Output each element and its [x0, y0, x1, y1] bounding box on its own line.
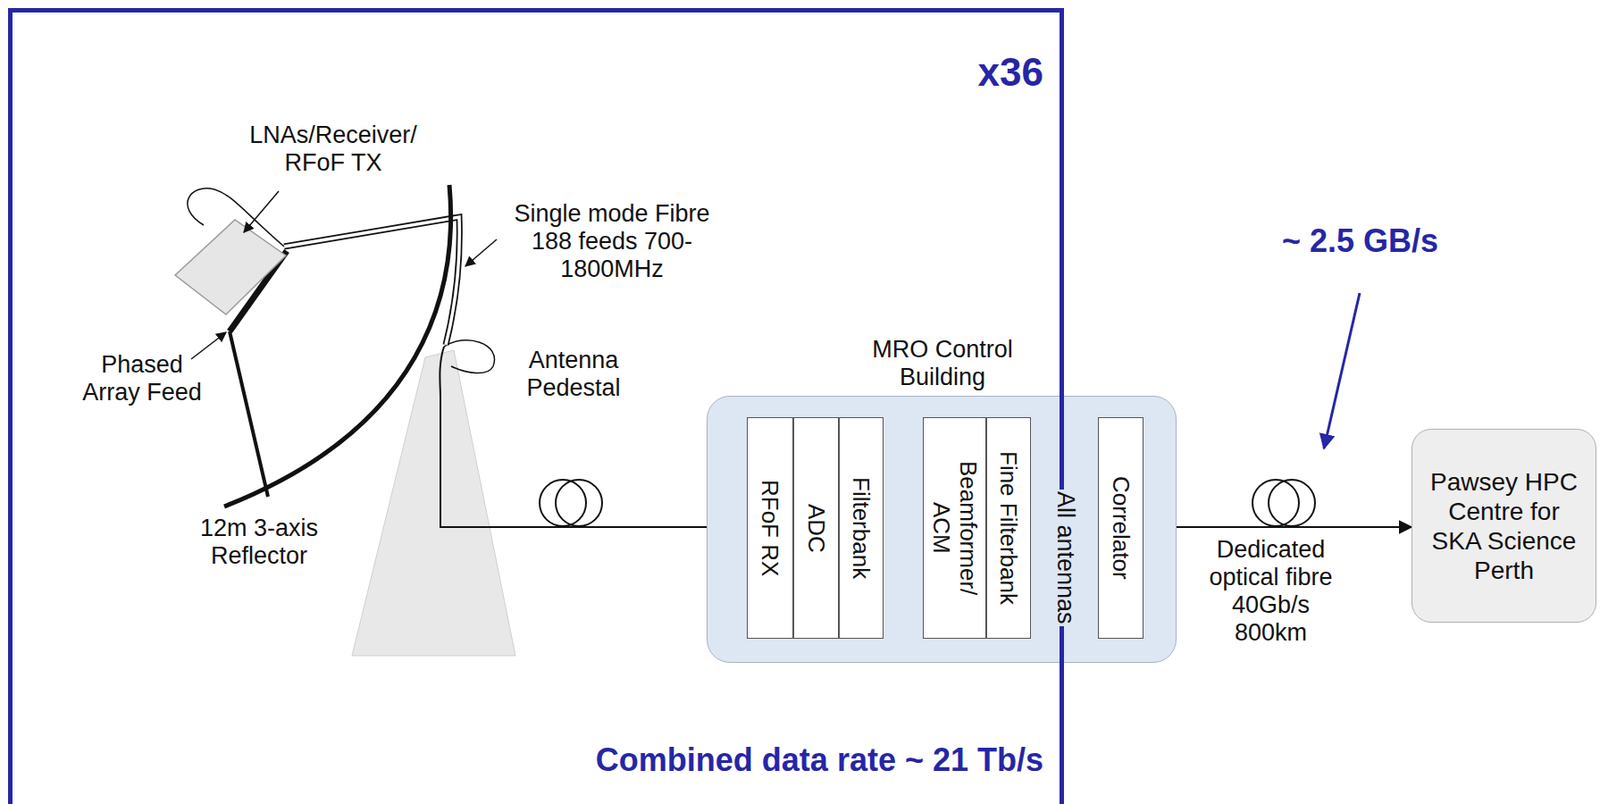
- feed-fibre: [284, 217, 460, 345]
- control-building: MRO Control BuildingRFoF RXADCFilterbank…: [706, 395, 1177, 663]
- edge-label: Dedicated optical fibre 40Gb/s 800km: [1197, 536, 1345, 647]
- node-label: Beamformer/ ACM: [928, 452, 982, 604]
- node-label: Fine Filterbank: [995, 451, 1022, 605]
- leader-line: [243, 191, 279, 233]
- fibre-coil: [1268, 479, 1316, 527]
- process-box: Filterbank: [838, 417, 884, 639]
- hpc-centre-box: Pawsey HPC Centre for SKA Science Perth: [1411, 428, 1597, 623]
- feed-cable-loop: [187, 188, 285, 247]
- process-box: Correlator: [1097, 417, 1144, 639]
- feed-fibre-core: [284, 217, 460, 345]
- node-label: ADC: [803, 503, 830, 553]
- data-rate-label: ~ 2.5 GB/s: [1259, 226, 1461, 255]
- pedestal-bracket: [443, 340, 495, 374]
- process-box: ADC: [793, 417, 839, 639]
- part-label: Single mode Fibre 188 feeds 700-1800MHz: [495, 200, 729, 284]
- fibre-line: [439, 346, 746, 528]
- part-label: Phased Array Feed: [75, 351, 210, 407]
- node-label: Correlator: [1107, 476, 1135, 580]
- process-box: Fine Filterbank: [986, 417, 1031, 639]
- dish-reflector: [224, 184, 452, 507]
- process-box: Beamformer/ ACM: [922, 417, 987, 639]
- leader-line: [465, 239, 497, 267]
- node-label: MRO Control Building: [853, 335, 1032, 392]
- node-label: Pawsey HPC Centre for SKA Science Perth: [1424, 467, 1585, 586]
- node-note: Combined data rate ~ 21 Tb/s: [595, 741, 1044, 780]
- group-frame: x36Combined data rate ~ 21 Tb/s: [8, 8, 1064, 804]
- node-label: Filterbank: [847, 477, 875, 579]
- node-label: x36: [978, 50, 1044, 95]
- feed-strut: [229, 331, 269, 497]
- connector-arrow: [1143, 526, 1412, 528]
- part-label: LNAs/Receiver/ RFoF TX: [239, 121, 428, 177]
- leader-line: [191, 332, 227, 360]
- part-label: 12m 3-axis Reflector: [178, 514, 340, 570]
- edge-label: All antennas: [1050, 489, 1081, 627]
- rate-pointer: [1323, 293, 1360, 449]
- antenna-pedestal: [351, 350, 516, 656]
- process-box: RFoF RX: [746, 417, 794, 639]
- node-label: RFoF RX: [756, 479, 784, 577]
- fibre-coil: [555, 479, 603, 527]
- part-label: Antenna Pedestal: [510, 346, 637, 403]
